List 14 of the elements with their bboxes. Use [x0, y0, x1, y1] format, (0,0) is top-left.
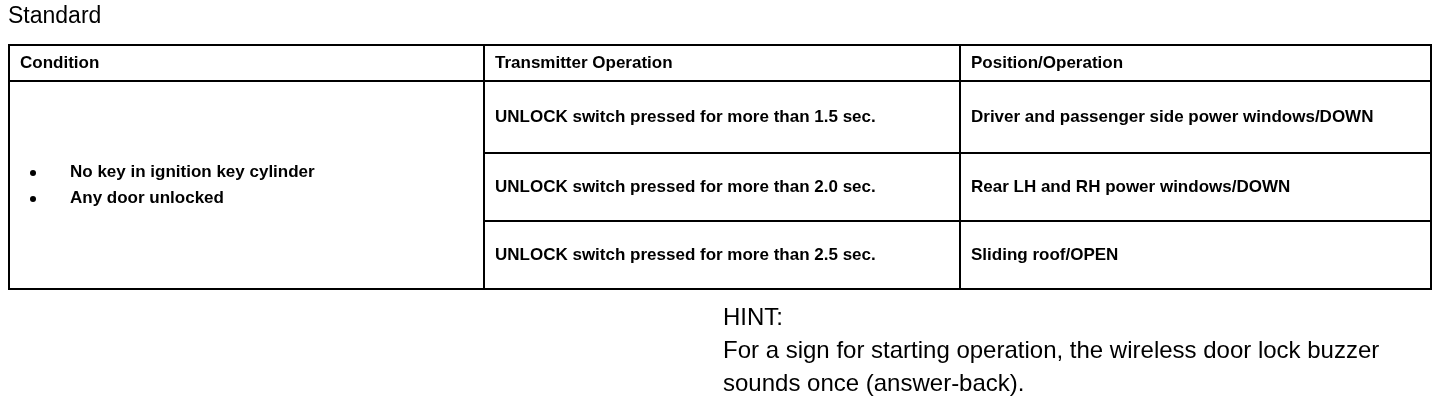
list-item: Any door unlocked: [70, 188, 224, 207]
cell-text: Sliding roof/OPEN: [971, 245, 1119, 264]
title: Standard: [8, 2, 102, 29]
column-header: Transmitter Operation: [495, 53, 673, 72]
cell-text: UNLOCK switch pressed for more than 2.0 sec.: [495, 177, 876, 196]
note-text: For a sign for starting operation, the wireless door lock buzzer sounds once (answer-back).: [723, 335, 1381, 398]
cell-text: Rear LH and RH power windows/DOWN: [971, 177, 1291, 196]
column-header: Condition: [20, 53, 100, 72]
list-item: No key in ignition key cylinder: [70, 162, 315, 181]
note-heading: HINT:: [723, 302, 784, 332]
cell-text: UNLOCK switch pressed for more than 1.5 sec.: [495, 107, 876, 126]
cell-text: UNLOCK switch pressed for more than 2.5 sec.: [495, 245, 876, 264]
cell-text: Driver and passenger side power windows/DOWN: [971, 107, 1374, 126]
column-header: Position/Operation: [971, 53, 1124, 72]
